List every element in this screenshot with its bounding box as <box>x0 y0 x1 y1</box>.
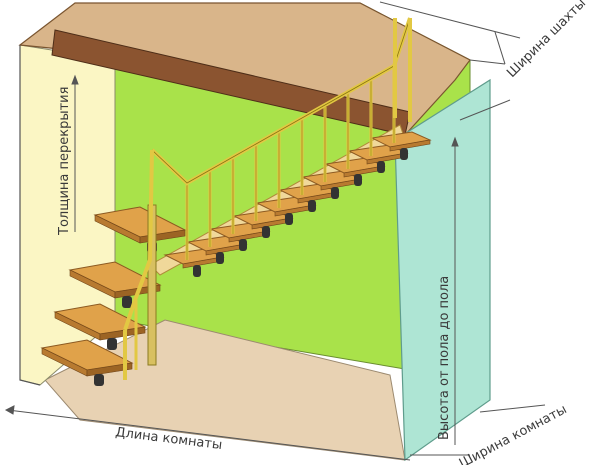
staircase <box>40 17 432 386</box>
stair-support <box>122 296 132 308</box>
stair-tread-edge <box>86 362 133 377</box>
stair-support <box>107 338 117 350</box>
dimension-arrow-icon <box>459 99 511 121</box>
dimension-arrow-icon <box>469 59 506 65</box>
right-wall <box>394 78 491 462</box>
dimension-arrow-icon <box>451 136 459 147</box>
label-floor-height: Высота от пола до пола <box>437 276 452 440</box>
dimension-arrow-icon <box>4 405 15 415</box>
dimension-arrow-icon <box>479 404 546 413</box>
dimension-arrow-icon <box>7 409 411 461</box>
stair-support <box>308 200 316 212</box>
stair-support <box>331 187 339 199</box>
label-slab-thickness: Толщина перекрытия <box>57 87 72 236</box>
stair-handrail-edge <box>151 17 411 184</box>
stair-support <box>400 148 408 160</box>
stair-support <box>262 226 270 238</box>
dimension-arrow-icon <box>71 74 79 85</box>
stair-support <box>377 161 385 173</box>
label-shaft-width: Ширина шахты <box>504 0 589 81</box>
stair-support <box>239 239 247 251</box>
stair-support <box>216 252 224 264</box>
stair-handrail <box>123 149 154 331</box>
dimension-arrow-icon <box>379 1 521 39</box>
stair-tread-edge <box>389 139 431 152</box>
stair-support <box>193 265 201 277</box>
stair-support <box>285 213 293 225</box>
stair-support <box>354 174 362 186</box>
dimension-arrow-icon <box>494 31 506 65</box>
wall-outline <box>19 45 41 386</box>
stair-tread-edge <box>99 326 146 341</box>
stair-support <box>94 374 104 386</box>
dimension-lines <box>4 1 546 461</box>
